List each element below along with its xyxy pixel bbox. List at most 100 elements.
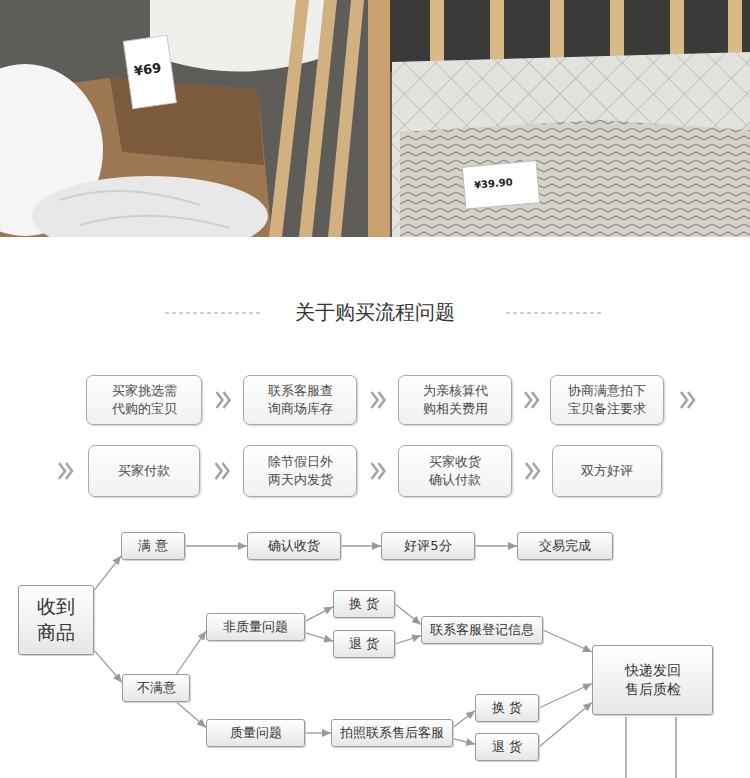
chevron-arrow (217, 392, 230, 408)
process-box: 质量问题 (206, 719, 305, 747)
step-box: 为亲核算代 购相关费用 (398, 375, 512, 425)
arrow-line (475, 545, 517, 546)
box-text: 除节假日外 两天内发货 (251, 453, 349, 488)
mattress (392, 52, 750, 237)
box-text: 非质量问题 (223, 618, 288, 636)
process-box: 换 货 (333, 590, 395, 618)
box-text: 拍照联系售后客服 (340, 724, 444, 742)
step-box: 双方好评 (552, 445, 662, 497)
process-box: 满 意 (121, 532, 185, 560)
arrow-connector (543, 630, 592, 652)
process-box: 非质量问题 (206, 613, 305, 641)
arrow-line (305, 633, 333, 642)
arrow-line (539, 702, 592, 747)
store-photo (0, 0, 750, 237)
chevron-arrow (525, 392, 538, 408)
box-text: 交易完成 (539, 537, 591, 555)
arrow-line (543, 630, 592, 652)
process-box: 好评5分 (381, 532, 475, 560)
chevron-connector (372, 463, 385, 479)
chevron-connector (217, 392, 230, 408)
arrow-connector (305, 733, 331, 734)
chevron-connector (526, 463, 539, 479)
arrow-line (176, 702, 206, 727)
box-text: 好评5分 (404, 537, 451, 555)
arrow-connector (539, 702, 592, 747)
chevron-arrow (372, 463, 385, 479)
arrow-connector (94, 650, 122, 682)
arrow-connector (185, 546, 247, 547)
price-tag-card (462, 161, 539, 209)
arrow-line (94, 650, 122, 682)
price-label: ¥39.90 (474, 176, 513, 190)
process-box: 拍照联系售后客服 (331, 719, 453, 747)
arrow-connector (539, 684, 592, 709)
arrow-connector (305, 607, 333, 622)
box-text: 质量问题 (230, 724, 282, 742)
step-box: 买家付款 (88, 445, 200, 497)
arrow-line (305, 607, 333, 622)
box-text: 买家付款 (118, 462, 170, 480)
process-box: 收到 商品 (18, 585, 94, 655)
box-text: 快递发回 售后质检 (599, 661, 706, 699)
price-tag (123, 35, 176, 108)
price-tag (462, 161, 539, 209)
price-tag-card (123, 35, 176, 108)
chevron-connector (372, 392, 385, 408)
arrow-line (539, 684, 592, 709)
bag-fold (60, 191, 230, 228)
box-text: 不满意 (137, 679, 176, 697)
arrow-connector (176, 631, 206, 674)
box-text: 收到 商品 (25, 594, 87, 645)
continuation-line (675, 717, 677, 778)
arrow-line (395, 636, 421, 644)
chevron-connector (525, 392, 538, 408)
box-text: 双方好评 (581, 462, 633, 480)
arrow-line (176, 631, 206, 674)
crib-front (269, 0, 390, 237)
price-label: ¥69 (133, 60, 162, 79)
arrow-line (305, 732, 331, 733)
diagram-title: 关于购买流程问题 (0, 299, 750, 326)
arrow-line (341, 545, 381, 546)
step-box: 买家挑选需 代购的宝贝 (86, 375, 202, 425)
continuation-line (625, 717, 627, 778)
crib-slat (328, 0, 364, 237)
process-box: 交易完成 (517, 532, 613, 560)
arrow-line (185, 545, 247, 546)
process-box: 不满意 (122, 674, 190, 702)
arrow-connector (395, 636, 421, 644)
title-rule (506, 313, 602, 314)
chevron-arrow (681, 392, 694, 408)
box-text: 确认收货 (268, 537, 320, 555)
box-text: 满 意 (138, 537, 168, 555)
step-box: 联系客服查 询商场库存 (243, 375, 357, 425)
arrow-connector (453, 711, 475, 728)
box-text: 联系客服查 询商场库存 (251, 382, 349, 417)
step-box: 买家收货 确认付款 (398, 445, 512, 497)
box-text: 联系客服登记信息 (430, 621, 534, 639)
arrow-line (453, 739, 475, 745)
arrow-connector (341, 546, 381, 547)
title-rule (165, 313, 263, 314)
crib-post (368, 0, 390, 237)
arrow-line (453, 711, 475, 728)
chevron-arrow (216, 463, 229, 479)
arrow-connector (305, 633, 333, 642)
box-text: 买家挑选需 代购的宝贝 (94, 382, 194, 417)
box-text: 协商满意拍下 宝贝备注要求 (558, 382, 656, 417)
chevron-connector (216, 463, 229, 479)
box-text: 退 货 (349, 635, 379, 653)
arrow-connector (395, 604, 421, 624)
arrow-connector (453, 739, 475, 745)
arrow-connector (176, 702, 206, 727)
chevron-arrow (372, 392, 385, 408)
crib-slat (299, 0, 337, 237)
process-box: 确认收货 (247, 532, 341, 560)
process-box: 快递发回 售后质检 (592, 645, 713, 715)
box-text: 买家收货 确认付款 (406, 453, 504, 488)
chevron-arrow (526, 463, 539, 479)
process-box: 换 货 (475, 694, 539, 722)
arrow-line (395, 604, 421, 624)
